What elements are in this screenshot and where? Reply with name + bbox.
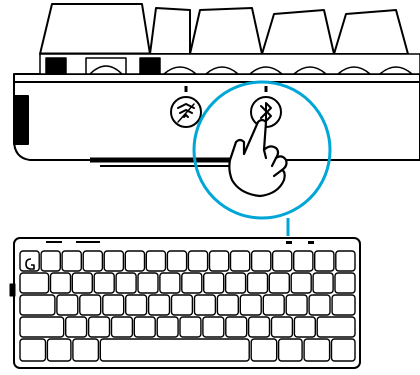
keycap: [268, 272, 290, 294]
zoomed-keycaps: [39, 3, 409, 56]
keycap: [290, 272, 312, 294]
zoomed-keycap: [333, 9, 409, 55]
lightspeed-wireless-icon: [177, 102, 195, 123]
bluetooth-led: [308, 241, 314, 244]
keyboard-keys: [19, 250, 356, 362]
keycap: [103, 250, 125, 272]
keycap: [316, 316, 356, 338]
keycap: [239, 294, 262, 316]
keycap: [247, 316, 271, 338]
keycap: [147, 294, 171, 316]
keycap: [293, 250, 314, 272]
keycap: [202, 316, 225, 338]
keycap: [225, 316, 248, 338]
keycap: [330, 338, 356, 362]
keycap: [124, 250, 146, 272]
keycap: [115, 272, 137, 294]
pointing-hand-icon: [228, 118, 288, 198]
keycap: [303, 338, 331, 362]
keycap: [72, 338, 100, 362]
zoomed-keycap: [149, 7, 191, 55]
keycap: [262, 294, 285, 316]
keycap: [187, 250, 209, 272]
keycap: [56, 294, 79, 316]
keycap: [46, 338, 72, 362]
keycap: [314, 250, 335, 272]
left-side-port: [9, 283, 16, 297]
keycap: [312, 272, 334, 294]
keycap: [71, 272, 94, 294]
keycap: [271, 250, 293, 272]
keycap: [224, 272, 247, 294]
keycap: [308, 294, 331, 316]
keycap: [110, 316, 134, 338]
spacebar-key: [99, 338, 250, 362]
keycap: [159, 272, 181, 294]
keycap: [137, 272, 159, 294]
keycap: [133, 316, 156, 338]
keycap: [124, 294, 148, 316]
keycap: [61, 250, 82, 272]
keycap: [19, 338, 47, 362]
keycap: [181, 272, 203, 294]
keycap: [170, 294, 194, 316]
keycap: [19, 272, 50, 294]
keycap: [285, 294, 308, 316]
keycap: [40, 250, 61, 272]
zoomed-side-port: [13, 95, 29, 145]
keycap: [93, 272, 115, 294]
keycap: [82, 250, 104, 272]
keycap: [166, 250, 188, 272]
keycap: [335, 250, 356, 272]
logitech-g-logo-icon: [25, 258, 35, 270]
zoomed-keycap: [189, 7, 263, 55]
lightspeed-button[interactable]: [170, 96, 202, 128]
full-keyboard: [9, 237, 361, 369]
keycap: [216, 294, 239, 316]
keycap: [193, 294, 217, 316]
keycap: [208, 250, 230, 272]
keycap: [250, 338, 278, 362]
keycap: [79, 294, 102, 316]
status-led: [286, 241, 292, 244]
keycap: [202, 272, 225, 294]
zoomed-keycap: [39, 3, 151, 55]
keycap: [64, 316, 88, 338]
keycap: [270, 316, 294, 338]
keycap: [49, 272, 72, 294]
keycap: [250, 250, 272, 272]
keycap: [293, 316, 316, 338]
zoomed-switch-row: [39, 53, 420, 75]
zoomed-keyboard: [13, 3, 420, 167]
keycap: [19, 316, 65, 338]
keycap: [87, 316, 111, 338]
bluetooth-icon: [260, 102, 272, 122]
zoomed-keyboard-body: [13, 73, 420, 161]
keycap: [156, 316, 179, 338]
keycap: [331, 294, 356, 316]
keycap: [19, 250, 40, 272]
keycap: [102, 294, 125, 316]
callout-circle: [192, 80, 332, 220]
keycap: [246, 272, 269, 294]
zoomed-keycap: [261, 9, 335, 55]
keycap: [179, 316, 202, 338]
keycap: [277, 338, 303, 362]
keycap: [19, 294, 56, 316]
keycap: [229, 250, 251, 272]
keycap: [334, 272, 356, 294]
keycap: [145, 250, 167, 272]
